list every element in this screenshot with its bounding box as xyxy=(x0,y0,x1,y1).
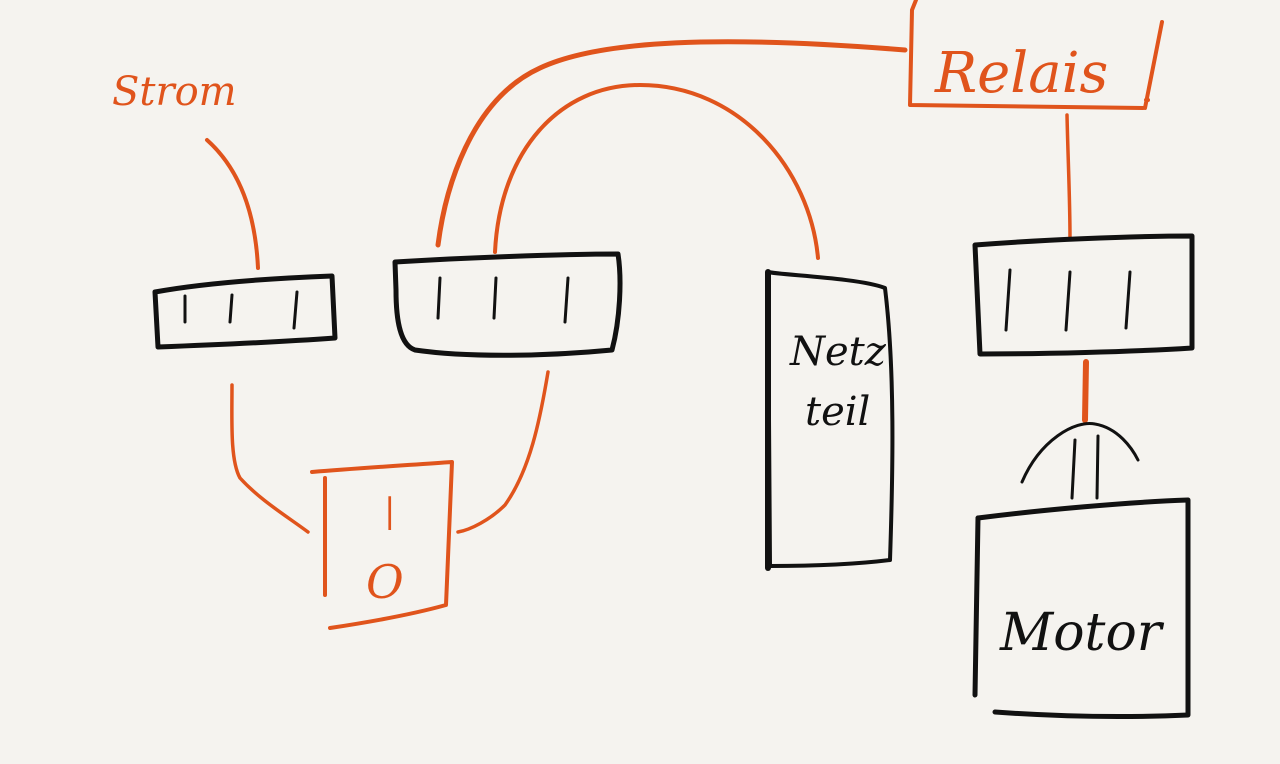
switch-on-mark: | xyxy=(384,491,395,531)
relay-label: Relais xyxy=(934,41,1108,106)
switch-box xyxy=(310,460,454,630)
power-label: Strom xyxy=(112,69,237,115)
relay-box xyxy=(908,0,1164,110)
orange-wires xyxy=(205,0,1164,630)
psu-label-line2: teil xyxy=(805,389,870,435)
motor-box xyxy=(972,497,1191,719)
relay-to-terminal-wire xyxy=(435,39,908,248)
relay-to-right-terminal-wire xyxy=(1065,113,1072,240)
psu-label-line1: Netz xyxy=(789,329,887,375)
terminal-to-switch-wire-right xyxy=(456,370,550,534)
terminal-to-motor-wire xyxy=(1082,359,1089,423)
terminal-block-right xyxy=(972,233,1195,357)
switch-off-mark: O xyxy=(366,555,404,609)
labels: Strom Relais Netz teil Motor | O xyxy=(112,41,1165,663)
motor-plug xyxy=(1020,422,1140,500)
power-supply-unit xyxy=(765,269,895,571)
power-feed-wire xyxy=(205,138,260,270)
terminal-to-switch-wire-left xyxy=(230,383,310,534)
terminal-to-psu-wire xyxy=(493,83,820,260)
terminal-block-middle xyxy=(392,251,623,358)
terminal-block-left xyxy=(152,273,338,350)
motor-label: Motor xyxy=(999,603,1165,663)
black-components xyxy=(152,233,1195,719)
